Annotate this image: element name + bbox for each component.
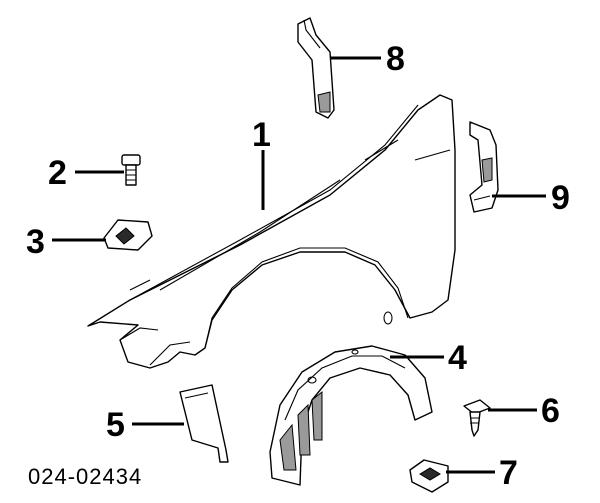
callout-1: 1 — [252, 116, 271, 154]
splash-panel-part-5 — [179, 384, 229, 463]
callout-7: 7 — [499, 454, 518, 492]
clip-nut-part-3 — [103, 219, 153, 251]
fender-part — [87, 94, 456, 369]
bolt-part-2 — [121, 154, 141, 186]
callout-2: 2 — [48, 154, 67, 192]
diagram-part-number: 024-02434 — [28, 464, 142, 489]
callout-3: 3 — [26, 223, 45, 261]
support-bracket-part-9 — [469, 121, 499, 213]
callout-8: 8 — [386, 40, 405, 78]
clip-part-7 — [409, 459, 449, 493]
callout-5: 5 — [106, 406, 125, 444]
bracket-part-8 — [297, 17, 335, 119]
screw-part-6 — [463, 399, 491, 437]
wheel-liner-part-4 — [269, 345, 433, 486]
callout-4: 4 — [448, 339, 467, 377]
callout-6: 6 — [541, 392, 560, 430]
callout-9: 9 — [551, 179, 570, 217]
